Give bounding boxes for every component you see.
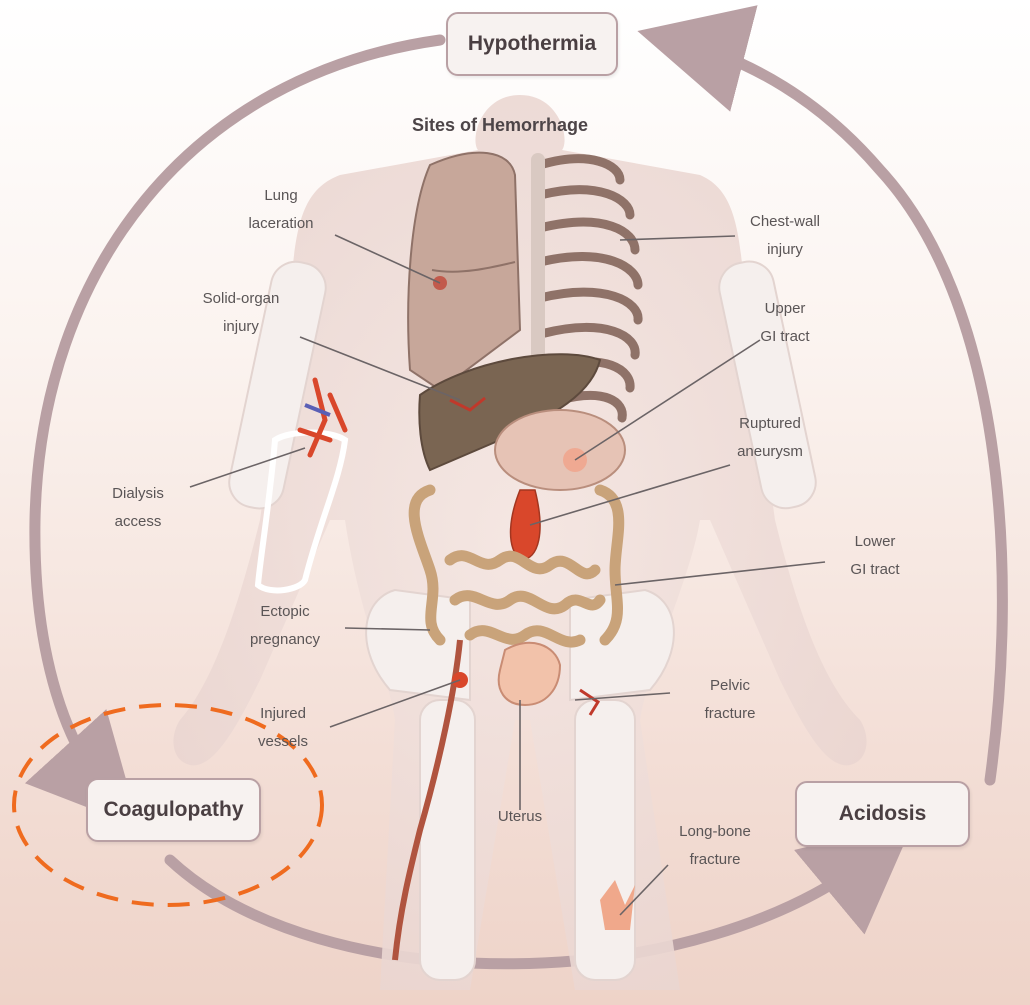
label-ruptured-aneurysm: Ruptured aneurysm bbox=[715, 410, 825, 466]
label-upper-gi-tract: Upper GI tract bbox=[740, 295, 830, 351]
label-dialysis-access: Dialysis access bbox=[88, 480, 188, 536]
label-long-bone-fracture: Long-bone fracture bbox=[660, 818, 770, 874]
label-pelvic-fracture: Pelvic fracture bbox=[680, 672, 780, 728]
coagulopathy-label: Coagulopathy bbox=[104, 798, 244, 822]
coagulopathy-box: Coagulopathy bbox=[86, 778, 261, 842]
label-lung-laceration: Lung laceration bbox=[226, 182, 336, 238]
label-chest-wall-injury: Chest-wall injury bbox=[730, 208, 840, 264]
stomach bbox=[495, 410, 625, 490]
acidosis-label: Acidosis bbox=[839, 802, 927, 826]
label-ectopic-pregnancy: Ectopic pregnancy bbox=[225, 598, 345, 654]
label-injured-vessels: Injured vessels bbox=[238, 700, 328, 756]
diagram-title: Sites of Hemorrhage bbox=[412, 115, 588, 136]
label-uterus: Uterus bbox=[480, 803, 560, 831]
label-solid-organ-injury: Solid-organ injury bbox=[176, 285, 306, 341]
label-lower-gi-tract: Lower GI tract bbox=[825, 528, 925, 584]
arrow-coagulopathy-to-acidosis bbox=[170, 850, 880, 964]
acidosis-box: Acidosis bbox=[795, 781, 970, 847]
hypothermia-label: Hypothermia bbox=[468, 32, 596, 56]
hypothermia-box: Hypothermia bbox=[446, 12, 618, 76]
